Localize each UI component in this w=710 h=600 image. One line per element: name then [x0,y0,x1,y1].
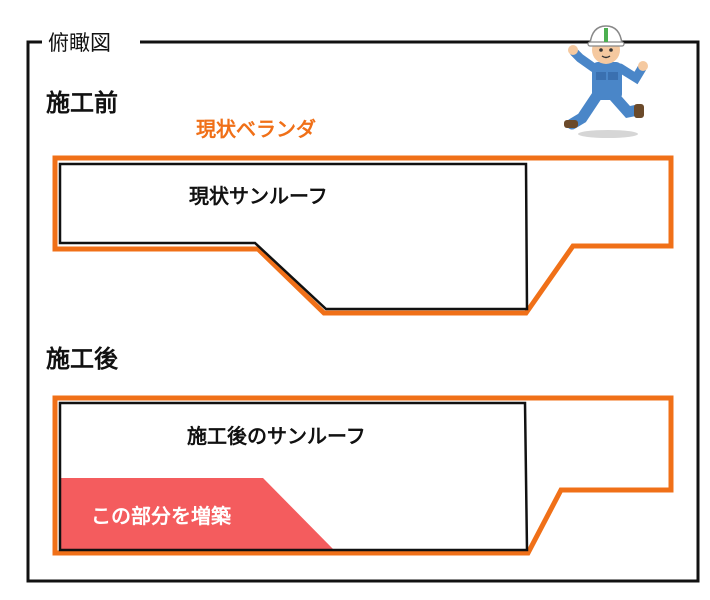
frame-title: 俯瞰図 [48,31,111,55]
worker-icon [564,25,648,138]
veranda-label: 現状ベランダ [196,117,316,141]
before-section: 施工前 現状ベランダ 現状サンルーフ [46,89,674,316]
sunroof-after-label: 施工後のサンルーフ [187,424,366,448]
extension-label: この部分を増築 [91,504,232,528]
extension-area [60,478,334,550]
before-heading: 施工前 [46,89,118,117]
sunroof-after [58,401,529,552]
after-heading: 施工後 [46,345,119,373]
sunroof-current-label: 現状サンルーフ [189,184,328,208]
sunroof-current [58,162,529,311]
after-section: 施工後 施工後のサンルーフ この部分を増築 [46,345,674,556]
